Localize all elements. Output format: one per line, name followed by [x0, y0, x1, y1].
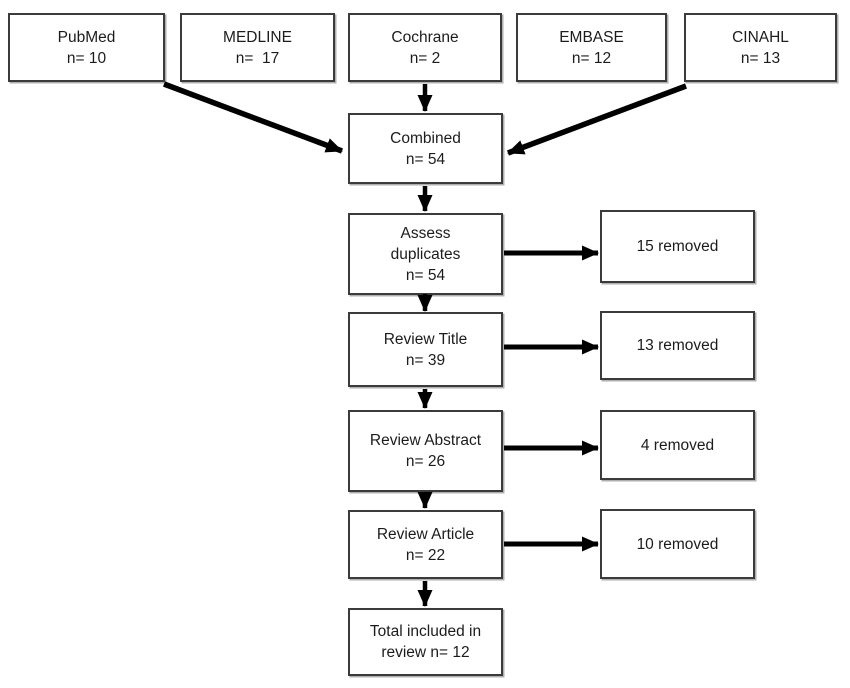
node-label: Review Abstract	[369, 432, 482, 449]
node-removed-abstract: 4 removed	[600, 410, 755, 480]
node-label: Review Title	[383, 330, 468, 348]
node-removed-article: 10 removed	[600, 509, 755, 579]
node-count: n= 39	[405, 351, 446, 369]
node-label: MEDLINE	[223, 28, 292, 46]
node-count: n= 12	[571, 49, 612, 67]
node-label: EMBASE	[559, 28, 624, 46]
node-cinahl: CINAHL n= 13	[684, 13, 837, 82]
node-removed-title: 13 removed	[600, 311, 755, 380]
node-review-article: Review Article n= 22	[348, 510, 503, 579]
node-label: duplicates	[390, 245, 461, 263]
node-label: 13 removed	[636, 337, 719, 354]
node-medline: MEDLINE n= 17	[180, 13, 335, 82]
node-removed-duplicates: 15 removed	[600, 210, 755, 283]
node-label: 10 removed	[636, 535, 719, 553]
node-count: n= 54	[405, 150, 446, 168]
node-label: Assess	[400, 224, 451, 242]
node-total-included: Total included in review n= 12	[348, 608, 503, 676]
node-review-title: Review Title n= 39	[348, 312, 503, 387]
node-count: n= 2	[409, 49, 441, 67]
node-label: PubMed	[57, 28, 116, 46]
node-count: review n= 12	[381, 644, 470, 661]
node-label: Review Article	[376, 525, 475, 543]
node-review-abstract: Review Abstract n= 26	[348, 410, 503, 492]
node-label: CINAHL	[732, 28, 789, 46]
node-count: n= 13	[740, 49, 781, 67]
node-label: Total included in	[369, 623, 482, 640]
node-count: n= 26	[405, 453, 446, 470]
node-count: n= 17	[235, 49, 280, 67]
node-count: n= 54	[405, 266, 446, 284]
node-pubmed: PubMed n= 10	[8, 13, 165, 82]
node-label: 4 removed	[640, 436, 715, 454]
node-label: 15 removed	[636, 238, 719, 255]
node-cochrane: Cochrane n= 2	[348, 13, 502, 82]
node-count: n= 22	[405, 546, 446, 564]
node-embase: EMBASE n= 12	[516, 13, 667, 82]
node-assess-duplicates: Assess duplicates n= 54	[348, 213, 503, 295]
node-label: Combined	[390, 129, 461, 147]
arrow-cinahl-to-combined	[507, 83, 687, 156]
node-combined: Combined n= 54	[348, 113, 503, 184]
node-label: Cochrane	[391, 28, 459, 46]
arrow-pubmed-to-combined	[163, 81, 343, 154]
node-count: n= 10	[66, 49, 107, 67]
